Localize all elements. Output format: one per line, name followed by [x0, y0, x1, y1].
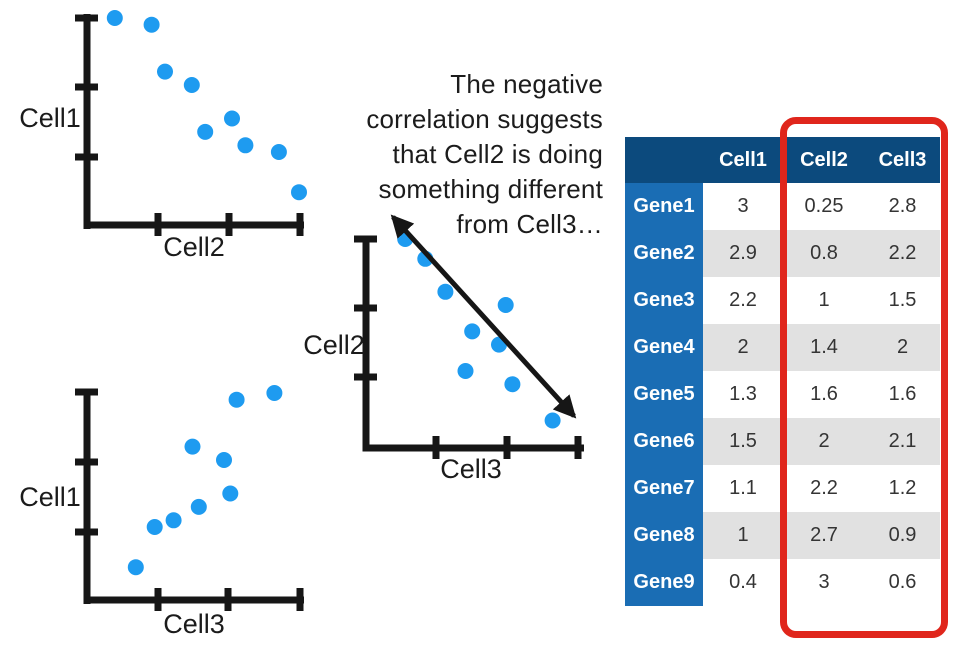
annotation-text: The negative correlation suggests that C…: [300, 67, 603, 242]
data-point: [190, 498, 207, 515]
y-axis-label: Cell2: [303, 330, 365, 360]
gene-label: Gene1: [625, 183, 703, 230]
value-cell: 2: [703, 324, 783, 371]
value-cell: 2.2: [865, 230, 940, 277]
data-point: [497, 297, 514, 313]
data-point: [504, 376, 521, 393]
data-point: [224, 110, 240, 127]
gene-label: Gene2: [625, 230, 703, 277]
data-point: [165, 512, 182, 529]
table-header: Cell1 Cell2 Cell3: [625, 137, 940, 183]
data-point: [157, 63, 173, 80]
data-point: [183, 77, 200, 93]
value-cell: 2.8: [865, 183, 940, 230]
scatter-plot-cell2-vs-cell3: Cell2 Cell3: [303, 214, 584, 484]
annotation-line: correlation suggests: [366, 104, 603, 134]
value-cell: 2: [783, 418, 865, 465]
value-cell: 1.5: [865, 277, 940, 324]
value-cell: 3: [703, 183, 783, 230]
gene-label: Gene5: [625, 371, 703, 418]
column-header-cell3: Cell3: [878, 148, 927, 171]
annotation-line: something different: [378, 174, 603, 204]
data-points: [127, 385, 283, 576]
axes: [354, 235, 584, 459]
y-axis-label: Cell1: [19, 103, 81, 133]
gene-label: Gene3: [625, 277, 703, 324]
scatter-plot-cell1-vs-cell2: Cell1 Cell2: [19, 10, 307, 262]
column-header-cell1: Cell1: [719, 148, 767, 171]
annotation-line: that Cell2 is doing: [392, 139, 603, 169]
x-axis-label: Cell3: [440, 454, 502, 484]
data-point: [222, 485, 239, 502]
data-point: [106, 10, 123, 26]
value-cell: 0.4: [703, 559, 783, 606]
data-point: [544, 412, 561, 429]
data-point: [228, 391, 245, 408]
value-cell: 1.4: [783, 324, 865, 371]
gene-label: Gene7: [625, 465, 703, 512]
x-axis-label: Cell2: [163, 232, 225, 262]
value-cell: 0.9: [865, 512, 940, 559]
data-point: [197, 123, 214, 140]
annotation-line: from Cell3…: [456, 209, 603, 239]
gene-label: Gene4: [625, 324, 703, 371]
data-point: [437, 283, 454, 300]
value-cell: 3: [783, 559, 865, 606]
value-cell: 2.7: [783, 512, 865, 559]
value-cell: 2.9: [703, 230, 783, 277]
data-point: [237, 137, 254, 154]
data-points: [106, 10, 307, 201]
value-cell: 1.5: [703, 418, 783, 465]
value-cell: 2.2: [703, 277, 783, 324]
axes: [75, 14, 304, 236]
data-points: [397, 231, 561, 429]
data-point: [266, 385, 283, 401]
value-cell: 0.8: [783, 230, 865, 277]
data-point: [143, 16, 160, 33]
value-cell: 1.6: [865, 371, 940, 418]
data-point: [457, 363, 474, 379]
data-point: [291, 184, 307, 201]
corner-cell: [625, 137, 703, 183]
gene-label: Gene6: [625, 418, 703, 465]
gene-label: Gene8: [625, 512, 703, 559]
axes: [75, 388, 304, 611]
data-point: [464, 323, 481, 340]
value-cell: 1.6: [783, 371, 865, 418]
value-cell: 1.2: [865, 465, 940, 512]
y-axis-label: Cell1: [19, 482, 81, 512]
scatter-plot-cell1-vs-cell3: Cell1 Cell3: [19, 385, 304, 639]
value-cell: 1: [783, 277, 865, 324]
data-point: [146, 519, 163, 535]
value-cell: 1.1: [703, 465, 783, 512]
data-point: [184, 438, 201, 455]
value-cell: 2: [865, 324, 940, 371]
value-cell: 1.3: [703, 371, 783, 418]
annotation-line: The negative: [450, 69, 603, 99]
value-cell: 0.6: [865, 559, 940, 606]
data-point: [216, 452, 232, 468]
x-axis-label: Cell3: [163, 609, 225, 639]
gene-label: Gene9: [625, 559, 703, 606]
value-cell: 1: [703, 512, 783, 559]
value-cell: 2.2: [783, 465, 865, 512]
column-header-cell2: Cell2: [800, 148, 848, 171]
trend-arrow: [390, 214, 577, 419]
data-point: [127, 559, 144, 576]
data-point: [270, 144, 287, 160]
value-cell: 0.25: [783, 183, 865, 230]
value-cell: 2.1: [865, 418, 940, 465]
